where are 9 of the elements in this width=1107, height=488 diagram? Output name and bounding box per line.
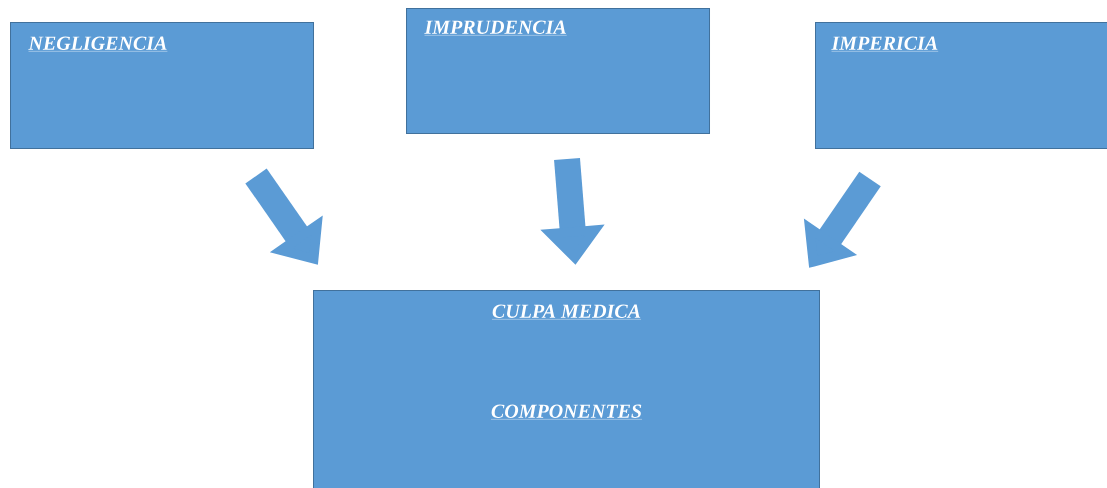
node-heading: NEGLIGENCIA — [28, 36, 168, 52]
node-heading: IMPRUDENCIA — [424, 20, 567, 36]
concept-box — [815, 22, 1107, 149]
concept-box — [313, 290, 820, 488]
node-heading: CULPA MEDICA — [491, 304, 642, 320]
concept-box — [406, 8, 710, 134]
node-heading: COMPONENTES — [490, 404, 643, 420]
node-heading: IMPERICIA — [831, 36, 939, 52]
concept-box — [10, 22, 314, 149]
